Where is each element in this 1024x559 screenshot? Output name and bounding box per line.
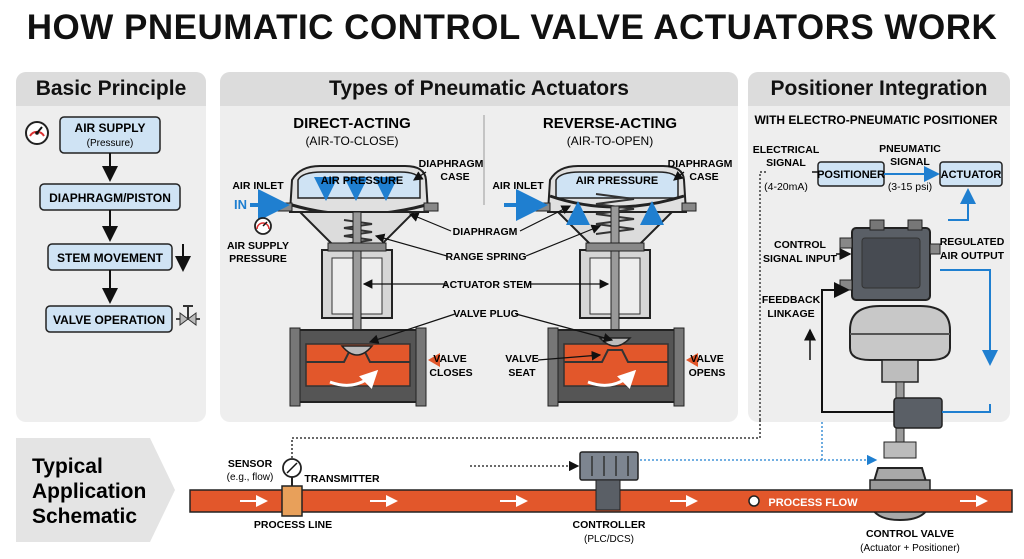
- leader-plug-left: [368, 313, 456, 344]
- air-supply-pressure-1: AIR SUPPLY: [227, 240, 289, 252]
- opens-pointer-icon: [686, 353, 698, 367]
- leader-case-reverse: [673, 171, 685, 181]
- control-valve-label-2: (Actuator + Positioner): [860, 543, 960, 554]
- valve-closes-2: CLOSES: [429, 367, 472, 379]
- valve-plug-label: VALVE PLUG: [453, 308, 519, 320]
- control-signal-2: SIGNAL INPUT: [763, 253, 837, 265]
- feedback-linkage-2: LINKAGE: [767, 308, 814, 320]
- application-heading-1: Typical: [32, 455, 103, 478]
- electrical-signal-2: SIGNAL: [766, 157, 806, 169]
- panel-basic-heading: Basic Principle: [16, 72, 206, 106]
- valve-seat-2: SEAT: [508, 367, 536, 379]
- reverse-acting-sub: (AIR-TO-OPEN): [567, 134, 653, 148]
- air-pressure-label-reverse: AIR PRESSURE: [576, 175, 659, 187]
- control-valve-label-1: CONTROL VALVE: [866, 528, 954, 540]
- direct-acting-sub: (AIR-TO-CLOSE): [305, 134, 398, 148]
- reverse-acting-title: REVERSE-ACTING: [543, 115, 677, 132]
- positioner-air-line: [942, 404, 991, 413]
- pneumatic-signal-2: SIGNAL: [890, 156, 930, 168]
- valve-opens-1: VALVE: [690, 353, 723, 365]
- sensor-label-2: (e.g., flow): [227, 472, 274, 483]
- electrical-signal-3: (4-20mA): [764, 181, 808, 193]
- electrical-dotted-line: [759, 171, 766, 420]
- air-inlet-label-direct: AIR INLET: [232, 180, 284, 192]
- application-heading-3: Schematic: [32, 505, 137, 528]
- leader-diaphragm-right: [519, 205, 572, 232]
- air-inlet-label-reverse: AIR INLET: [492, 180, 544, 192]
- process-line-label: PROCESS LINE: [254, 519, 332, 531]
- regulated-air-arrow: [940, 269, 998, 366]
- positioner-label: POSITIONER: [817, 169, 885, 181]
- positioner-unit: [839, 219, 941, 301]
- closes-pointer-icon: [428, 353, 440, 367]
- valve-seat-1: VALVE: [505, 353, 538, 365]
- controller-label-1: CONTROLLER: [573, 519, 646, 531]
- application-banner: [16, 438, 175, 542]
- leader-diaphragm-left: [408, 212, 452, 232]
- panel-positioner: Positioner Integration: [748, 72, 1010, 422]
- leader-seat: [537, 350, 602, 361]
- diaphragm-case-reverse-1: DIAPHRAGM: [668, 158, 733, 170]
- controller-plc: [579, 451, 639, 511]
- positioner-subheading: WITH ELECTRO-PNEUMATIC POSITIONER: [754, 113, 997, 127]
- air-supply-sub: (Pressure): [87, 138, 134, 149]
- reverse-acting-actuator: [535, 165, 697, 407]
- leader-spring-right: [525, 224, 602, 257]
- valve-operation-label: VALVE OPERATION: [53, 313, 165, 327]
- leader-plug-right: [515, 313, 614, 343]
- feedback-linkage-1: FEEDBACK: [762, 294, 821, 306]
- electrical-signal-1: ELECTRICAL: [753, 144, 820, 156]
- stem-movement-label: STEM MOVEMENT: [57, 251, 164, 265]
- diaphragm-case-direct-1: DIAPHRAGM: [419, 158, 484, 170]
- valve-icon: [176, 305, 200, 326]
- application-heading-2: Application: [32, 480, 146, 503]
- actuator-stem-label: ACTUATOR STEM: [442, 279, 532, 291]
- valve-operation-box: [45, 305, 173, 333]
- diaphragm-case-reverse-2: CASE: [689, 171, 718, 183]
- diaphragm-case-direct-2: CASE: [440, 171, 469, 183]
- control-signal-1: CONTROL: [774, 239, 826, 251]
- diaphragm-piston-label: DIAPHRAGM/PISTON: [49, 191, 171, 205]
- controller-label-2: (PLC/DCS): [584, 534, 634, 545]
- supply-gauge-icon: [254, 217, 272, 235]
- leader-case-direct: [413, 171, 427, 181]
- panel-positioner-heading: Positioner Integration: [748, 72, 1010, 106]
- actuator-box: [939, 161, 1003, 187]
- direct-acting-title: DIRECT-ACTING: [293, 115, 411, 132]
- process-flow-label: PROCESS FLOW: [768, 497, 858, 509]
- air-supply-label: AIR SUPPLY: [75, 121, 146, 135]
- regulated-air-2: AIR OUTPUT: [940, 250, 1005, 262]
- air-pressure-label-direct: AIR PRESSURE: [321, 175, 404, 187]
- transmitter-label: TRANSMITTER: [304, 473, 380, 485]
- pneumatic-signal-3: (3-15 psi): [888, 181, 932, 193]
- sensor-signal-line: [291, 420, 761, 458]
- page-title: HOW PNEUMATIC CONTROL VALVE ACTUATORS WO…: [26, 8, 998, 47]
- panel-types-heading: Types of Pneumatic Actuators: [220, 72, 738, 106]
- range-spring-label: RANGE SPRING: [445, 251, 526, 263]
- actuator-feed-arrow: [948, 188, 976, 221]
- regulated-air-1: REGULATED: [940, 236, 1005, 248]
- valve-closes-1: VALVE: [433, 353, 466, 365]
- diaphragm-label: DIAPHRAGM: [453, 226, 518, 238]
- feedback-linkage-line: [821, 282, 894, 413]
- direct-acting-actuator: [277, 165, 439, 407]
- sensor-transmitter: [281, 458, 303, 517]
- air-supply-pressure-2: PRESSURE: [229, 253, 287, 265]
- actuator-label: ACTUATOR: [941, 169, 1002, 181]
- gauge-icon: [25, 121, 49, 145]
- leader-spring-left: [374, 233, 448, 257]
- flow-junction: [748, 495, 760, 507]
- pneumatic-signal-1: PNEUMATIC: [879, 143, 941, 155]
- sensor-label-1: SENSOR: [228, 458, 273, 470]
- valve-opens-2: OPENS: [689, 367, 726, 379]
- in-label: IN: [234, 197, 247, 212]
